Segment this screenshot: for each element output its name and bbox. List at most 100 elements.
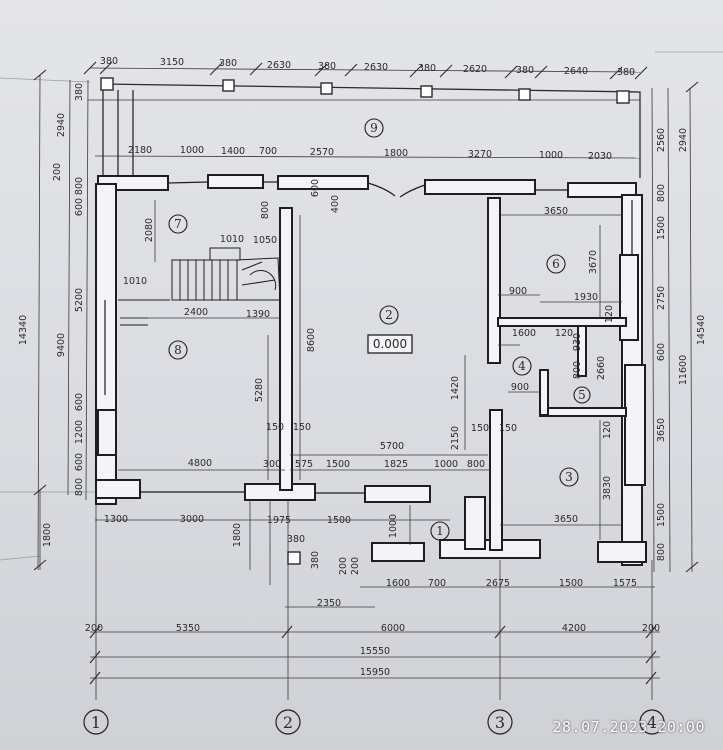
dim-right-inner-0: 2560 (656, 128, 667, 152)
dim-room7-0: 2080 (144, 218, 155, 242)
room-3-label: 3 (565, 470, 573, 484)
dim-axis-3: 4200 (562, 623, 586, 634)
axis-3-label: 3 (495, 713, 505, 732)
room-4-label: 4 (518, 359, 526, 373)
dim-right-outer-1: 2940 (678, 128, 689, 152)
dim-total-0: 15550 (360, 646, 390, 657)
axis-4-label: 4 (647, 713, 657, 732)
dim-left-inner-2: 800 (74, 177, 85, 195)
dim-upper-2: 1400 (221, 146, 245, 157)
dim-left-mid-0: 2940 (56, 113, 67, 137)
dim-upper-1: 1000 (180, 145, 204, 156)
dim-axis-2: 6000 (381, 623, 405, 634)
dim-top-1: 3150 (160, 57, 184, 68)
room-7-label: 7 (174, 217, 182, 231)
dim-upper-7: 1000 (539, 150, 563, 161)
axis-2-label: 2 (283, 713, 293, 732)
dim-room3-1: 3650 (554, 514, 578, 525)
dim-upper-4: 2570 (310, 147, 334, 158)
dim-left-inner-7: 600 (74, 453, 85, 471)
dim-left-inner-5: 600 (74, 393, 85, 411)
dim-left-inner-0: 380 (74, 83, 85, 101)
dim-hall-6: 150 (293, 422, 311, 433)
room-5-label: 5 (578, 388, 586, 402)
dim-top-2: 380 (219, 58, 237, 69)
level-mark: 0.000 (373, 337, 407, 351)
dim-room6-5: 120 (555, 328, 573, 339)
dim-right-outer-2: 11600 (678, 355, 689, 385)
dim-room4-4: 120 (602, 421, 613, 439)
dim-room6-4: 1600 (512, 328, 536, 339)
dim-upper-6: 3270 (468, 149, 492, 160)
dim-upper-0: 2180 (128, 145, 152, 156)
dim-bottom-row-1: 300 (263, 459, 281, 470)
dim-porch-1: 3000 (180, 514, 204, 525)
dim-room6-6: 120 (604, 305, 615, 323)
dim-room7-5: 1390 (246, 309, 270, 320)
dim-total-1: 15950 (360, 667, 390, 678)
dim-hall-8: 1420 (450, 376, 461, 400)
dim-porch-6: 380 (287, 534, 305, 545)
dim-left-mid-1: 9400 (56, 333, 67, 357)
room-1-label: 1 (436, 524, 444, 538)
dim-hall-9: 2150 (450, 426, 461, 450)
dim-room4-2: 2660 (596, 356, 607, 380)
dim-bottom-row-5: 1000 (434, 459, 458, 470)
dim-right-outer-0: 14540 (696, 315, 707, 345)
room-9-label: 9 (370, 121, 378, 135)
dim-right-inner-6: 1500 (656, 503, 667, 527)
dim-room4-0: 930 (572, 333, 583, 351)
dim-room4-3: 900 (511, 382, 529, 393)
dim-axis-4: 200 (642, 623, 660, 634)
dim-top-9: 2640 (564, 66, 588, 77)
dim-upper-3: 700 (259, 146, 277, 157)
photo-timestamp: 28.07.2023 20:00 (552, 718, 705, 736)
dim-porch-5: 1800 (232, 523, 243, 547)
dim-room7-3: 1010 (123, 276, 147, 287)
room-6-label: 6 (552, 257, 560, 271)
dim-left-inner-4: 5200 (74, 288, 85, 312)
dim-right-inner-3: 2750 (656, 286, 667, 310)
dim-top-7: 2620 (463, 64, 487, 75)
dim-bottom-row-6: 800 (467, 459, 485, 470)
dim-hall-11: 150 (499, 423, 517, 434)
dim-right-inner-5: 3650 (656, 418, 667, 442)
dim-left-inner-1: 200 (52, 163, 63, 181)
dim-porch-3: 1500 (327, 515, 351, 526)
dim-hall-10: 150 (471, 423, 489, 434)
dim-room7-4: 2400 (184, 307, 208, 318)
dim-bottom-chain-2: 2675 (486, 578, 510, 589)
dim-bottom-chain-3: 1500 (559, 578, 583, 589)
dim-hall-5: 150 (266, 422, 284, 433)
dim-hall-7: 5700 (380, 441, 404, 452)
dim-left-outer-0: 14340 (18, 315, 29, 345)
dim-top-4: 380 (318, 61, 336, 72)
dim-top-8: 380 (516, 65, 534, 76)
dim-room6-0: 3650 (544, 206, 568, 217)
dim-axis-0: 200 (85, 623, 103, 634)
dim-upper-8: 2030 (588, 151, 612, 162)
dim-top-5: 2630 (364, 62, 388, 73)
dim-hall-3: 400 (330, 195, 341, 213)
dim-room6-1: 3670 (588, 250, 599, 274)
dim-left-inner-3: 600 (74, 198, 85, 216)
dim-porch-4: 1000 (388, 514, 399, 538)
room-8-label: 8 (174, 343, 182, 357)
dim-left-inner-6: 1200 (74, 420, 85, 444)
dim-right-inner-7: 800 (656, 543, 667, 561)
dim-porch-7: 380 (310, 551, 321, 569)
dim-axis-1: 5350 (176, 623, 200, 634)
dim-right-inner-4: 600 (656, 343, 667, 361)
dim-bottom-chain-1: 700 (428, 578, 446, 589)
dim-bottom-chain-4: 1575 (613, 578, 637, 589)
dim-top-0: 380 (100, 56, 118, 67)
dim-room7-2: 1050 (253, 235, 277, 246)
dim-bottom-row-0: 4800 (188, 458, 212, 469)
level-mark-box (367, 334, 413, 354)
dim-top-10: 380 (617, 67, 635, 78)
dim-room6-3: 1930 (574, 292, 598, 303)
dim-bottom-row-3: 1500 (326, 459, 350, 470)
dim-porch-width: 2350 (317, 598, 341, 609)
